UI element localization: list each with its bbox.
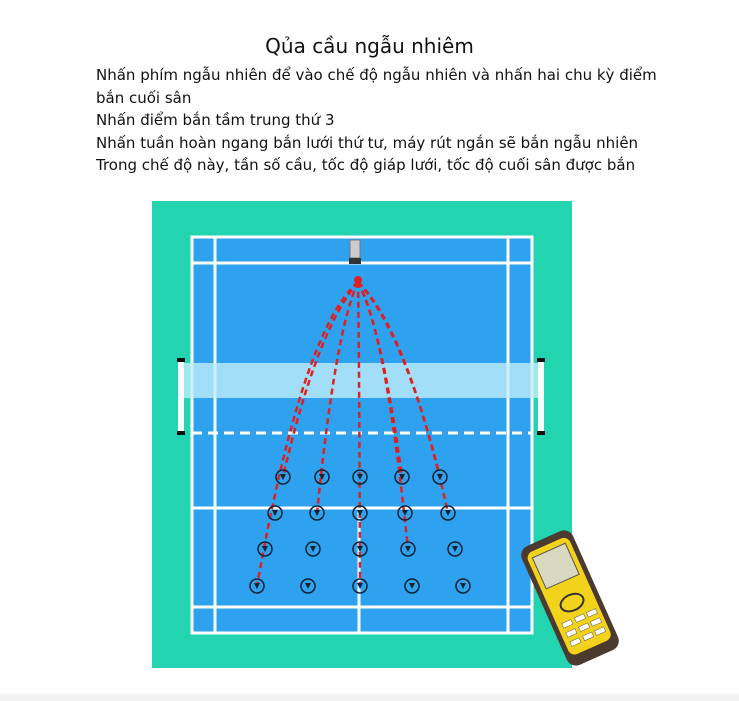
shuttle-target-icon <box>305 541 321 557</box>
bottom-divider <box>0 694 739 701</box>
shuttlecock-icon <box>437 474 443 480</box>
shuttle-target-icon <box>309 505 325 521</box>
instruction-line: Nhấn tuần hoàn ngang bắn lưới thứ tư, má… <box>96 133 639 152</box>
shuttlecock-icon <box>409 583 415 589</box>
shuttlecock-icon <box>357 546 363 552</box>
shot-path <box>357 281 450 514</box>
shuttle-target-icon <box>314 469 330 485</box>
shuttlecock-icon <box>310 546 316 552</box>
shuttlecock-icon <box>280 474 286 480</box>
instruction-line: Trong chế độ này, tần số cầu, tốc độ giá… <box>96 156 636 174</box>
shuttle-machine-icon <box>349 239 361 264</box>
net-post-right <box>537 358 545 435</box>
shot-path <box>356 281 410 550</box>
shuttle-target-icon <box>400 541 416 557</box>
shuttlecock-icon <box>399 474 405 480</box>
shuttle-target-icon <box>440 505 456 521</box>
court-lines <box>192 237 532 633</box>
shot-path <box>281 281 359 478</box>
shuttlecock-icon <box>357 474 363 480</box>
shuttlecock-icon <box>445 510 451 516</box>
court-surface <box>190 235 534 635</box>
shuttlecock-icon <box>319 474 325 480</box>
shuttle-target-icon <box>455 578 471 594</box>
shuttle-target-icon <box>397 505 413 521</box>
shuttlecock-icon <box>405 546 411 552</box>
shuttle-target-icon <box>352 469 368 485</box>
instructions: Nhấn phím ngẫu nhiên để vào chế độ ngẫu … <box>96 64 657 177</box>
shuttlecock-icon <box>402 510 408 516</box>
net-post-left <box>177 358 185 435</box>
shuttle-targets <box>249 469 471 594</box>
shuttle-target-icon <box>249 578 265 594</box>
shuttle-target-icon <box>275 469 291 485</box>
shuttlecock-icon <box>314 510 320 516</box>
shot-path <box>356 281 362 587</box>
shuttle-target-icon <box>352 505 368 521</box>
shuttle-target-icon <box>352 578 368 594</box>
shuttlecock-icon <box>452 546 458 552</box>
shuttle-target-icon <box>447 541 463 557</box>
shot-path <box>255 281 359 587</box>
remote-control-icon <box>521 530 619 666</box>
instruction-line: Nhấn phím ngẫu nhiên để vào chế độ ngẫu … <box>96 66 657 84</box>
shuttle-target-icon <box>257 541 273 557</box>
page-title: Qủa cầu ngẫu nhiêm <box>265 34 474 58</box>
shuttle-target-icon <box>432 469 448 485</box>
shuttle-target-icon <box>267 505 283 521</box>
shuttlecock-icon <box>357 510 363 516</box>
shuttlecock-icon <box>305 583 311 589</box>
instruction-line: bắn cuối sân <box>96 88 192 107</box>
shuttle-target-icon <box>394 469 410 485</box>
shuttle-target-icon <box>352 541 368 557</box>
shuttlecock-icon <box>460 583 466 589</box>
launch-point <box>354 276 362 284</box>
instruction-line: Nhấn điểm bắn tầm trung thứ 3 <box>96 111 335 129</box>
net <box>182 363 540 398</box>
shuttle-target-icon <box>404 578 420 594</box>
shuttlecock-icon <box>272 510 278 516</box>
shuttle-target-icon <box>300 578 316 594</box>
shuttlecock-icon <box>254 583 260 589</box>
shuttlecock-icon <box>357 583 363 589</box>
shuttlecock-icon <box>262 546 268 552</box>
